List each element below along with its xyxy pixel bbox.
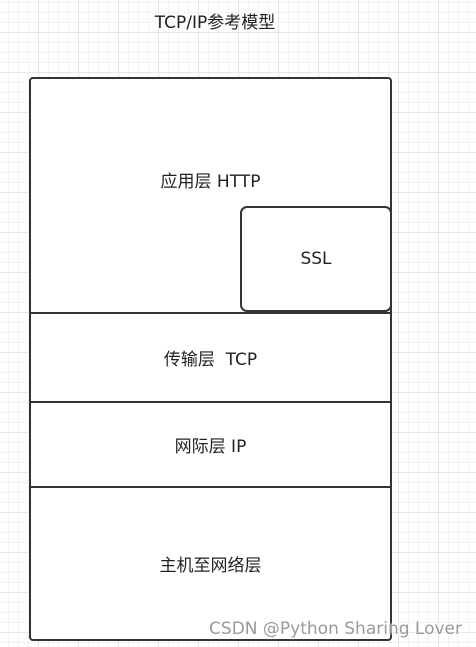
network-layer: 网际层 IP bbox=[31, 401, 390, 486]
host-to-network-layer-label: 主机至网络层 bbox=[159, 556, 262, 576]
diagram-title: TCP/IP参考模型 bbox=[154, 13, 276, 33]
ssl-label: SSL bbox=[300, 249, 332, 269]
tcp-ip-layer-stack: 应用层 HTTP SSL 传输层 TCP 网际层 IP 主机至网络层 bbox=[29, 77, 392, 641]
application-layer: 应用层 HTTP SSL bbox=[31, 79, 392, 312]
ssl-box: SSL bbox=[240, 206, 392, 312]
watermark: CSDN @Python Sharing Lover bbox=[209, 619, 462, 639]
transport-layer: 传输层 TCP bbox=[31, 312, 390, 401]
network-layer-label: 网际层 IP bbox=[174, 437, 247, 457]
host-to-network-layer: 主机至网络层 bbox=[31, 486, 390, 639]
application-layer-label: 应用层 HTTP bbox=[160, 172, 261, 192]
transport-layer-label: 传输层 TCP bbox=[163, 350, 258, 370]
